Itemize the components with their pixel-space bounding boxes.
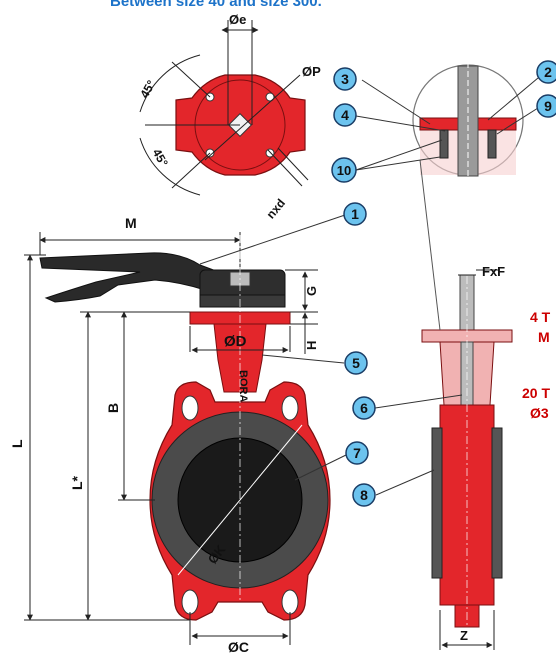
handle-lever <box>39 252 236 303</box>
callout-1: 1 <box>343 202 367 226</box>
side-liner-left <box>431 427 443 579</box>
label-fxf: FxF <box>482 264 505 279</box>
bolt-hole-2 <box>265 92 275 102</box>
detail-view <box>412 62 524 331</box>
label-l-star: L* <box>69 475 85 490</box>
callout-9: 9 <box>536 94 556 118</box>
svg-text:6: 6 <box>360 400 368 416</box>
side-note-2: M <box>538 329 550 345</box>
handle-ratchet <box>199 294 286 308</box>
side-note-3: 20 T <box>522 385 550 401</box>
label-b: B <box>105 403 121 413</box>
side-liner-right <box>491 427 503 579</box>
side-view: FxF Z 4 T M 20 T Ø3 <box>421 260 551 650</box>
lug-hole-bl <box>181 589 199 615</box>
lug-hole-tl <box>181 395 199 421</box>
label-angle-lower: 45° <box>150 146 171 169</box>
svg-text:5: 5 <box>352 355 360 371</box>
lug-hole-br <box>281 589 299 615</box>
callout-7: 7 <box>345 441 369 465</box>
label-p: ØP <box>302 64 321 79</box>
callout-5: 5 <box>344 351 368 375</box>
side-note-4: Ø3 <box>530 405 549 421</box>
svg-text:9: 9 <box>544 98 552 114</box>
front-view: M BORAY L L* B <box>9 215 331 655</box>
svg-text:3: 3 <box>341 71 349 87</box>
svg-text:1: 1 <box>351 206 359 222</box>
label-z: Z <box>460 628 468 643</box>
svg-text:2: 2 <box>544 64 552 80</box>
svg-text:4: 4 <box>341 107 349 123</box>
callout-3: 3 <box>333 67 357 91</box>
label-m: M <box>125 215 137 231</box>
label-nxd: nxd <box>264 196 288 221</box>
side-note-1: 4 T <box>530 309 551 325</box>
header-text: Between size 40 and size 300. <box>110 0 322 10</box>
callout-4: 4 <box>333 103 357 127</box>
label-c: ØC <box>228 639 249 655</box>
callout-10: 10 <box>331 157 357 183</box>
callout-2: 2 <box>536 60 556 84</box>
svg-text:10: 10 <box>337 163 351 178</box>
top-flange-view: Øe ØP 45° 45° nxd <box>137 12 321 221</box>
bolt-hole-4 <box>265 148 275 158</box>
lug-hole-tr <box>281 395 299 421</box>
callout-6: 6 <box>352 396 376 420</box>
label-g: G <box>304 286 319 296</box>
label-h: H <box>304 341 319 350</box>
label-d: ØD <box>224 333 247 350</box>
callout-8: 8 <box>352 483 376 507</box>
label-l: L <box>9 439 25 448</box>
svg-text:8: 8 <box>360 487 368 503</box>
svg-text:7: 7 <box>353 445 361 461</box>
label-angle-upper: 45° <box>137 78 158 101</box>
label-e: Øe <box>229 12 246 27</box>
leader-lines <box>199 77 539 496</box>
